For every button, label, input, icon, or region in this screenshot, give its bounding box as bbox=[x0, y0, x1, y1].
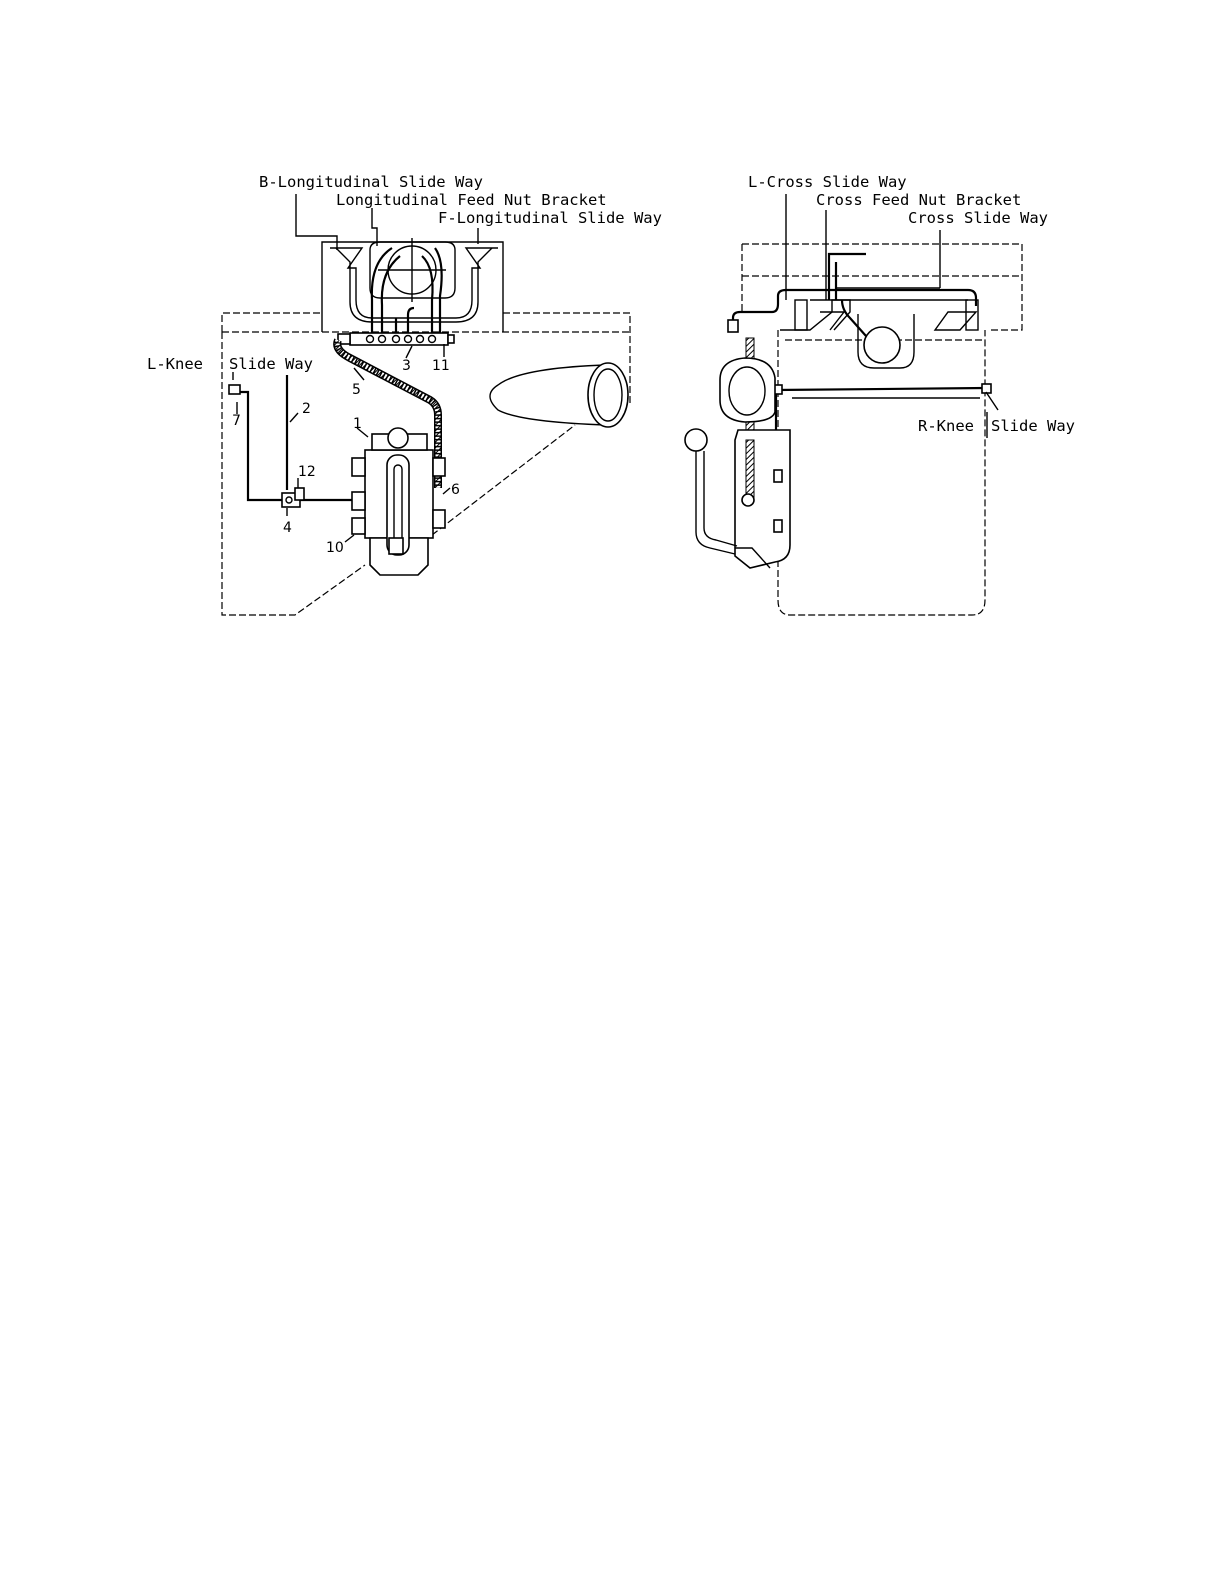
knee-oil-lines bbox=[229, 375, 352, 507]
label-cross-slide-way: Cross Slide Way bbox=[908, 209, 1048, 227]
right-view: L-Cross Slide Way Cross Feed Nut Bracket… bbox=[685, 173, 1075, 615]
callout-2: 2 bbox=[302, 401, 311, 417]
label-l-knee: L-Knee bbox=[147, 355, 203, 373]
label-f-longitudinal-slide-way: F-Longitudinal Slide Way bbox=[438, 209, 662, 227]
distributor-manifold bbox=[338, 333, 454, 345]
label-l-cross-slide-way: L-Cross Slide Way bbox=[748, 173, 907, 191]
left-view: B-Longitudinal Slide Way Longitudinal Fe… bbox=[147, 173, 662, 615]
callout-6: 6 bbox=[451, 482, 460, 498]
label-r-knee: R-Knee bbox=[918, 417, 974, 435]
ram-tube bbox=[490, 363, 628, 427]
callout-4: 4 bbox=[283, 520, 292, 536]
label-r-knee-slide-way: Slide Way bbox=[991, 417, 1075, 435]
callout-5: 5 bbox=[352, 382, 361, 398]
label-cross-feed-nut-bracket: Cross Feed Nut Bracket bbox=[816, 191, 1021, 209]
label-l-knee-slide-way: Slide Way bbox=[229, 355, 313, 373]
label-longitudinal-feed-nut-bracket: Longitudinal Feed Nut Bracket bbox=[336, 191, 607, 209]
oil-lines-saddle bbox=[372, 248, 442, 336]
oil-pump bbox=[352, 428, 445, 575]
callout-1: 1 bbox=[353, 416, 362, 432]
cross-feed-nut bbox=[858, 314, 914, 368]
callout-12: 12 bbox=[298, 464, 316, 480]
callout-3: 3 bbox=[402, 358, 411, 374]
crank-handle bbox=[685, 429, 737, 554]
callout-11: 11 bbox=[432, 358, 450, 374]
callout-10: 10 bbox=[326, 540, 344, 556]
callout-7: 7 bbox=[232, 413, 241, 429]
cross-saddle bbox=[780, 300, 978, 330]
label-b-longitudinal-slide-way: B-Longitudinal Slide Way bbox=[259, 173, 483, 191]
